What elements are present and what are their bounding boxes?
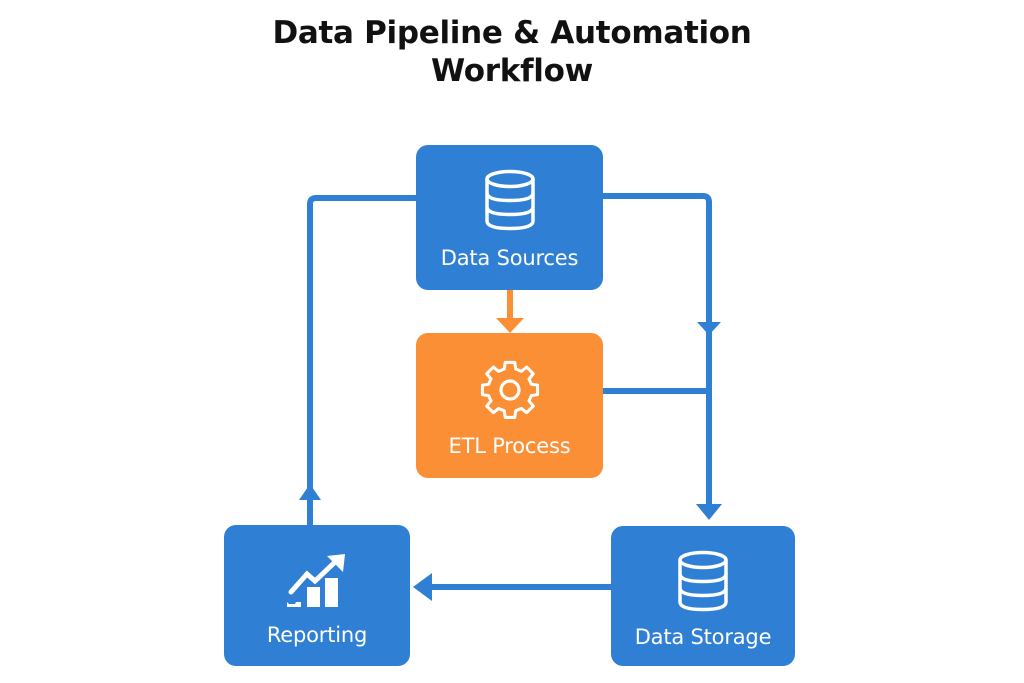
edge-sources-to-storage [603,193,722,520]
edge-storage-to-reporting [413,573,611,601]
edge-line [603,193,712,512]
node-reporting[interactable]: Reporting [224,525,410,666]
node-etl-process[interactable]: ETL Process [416,333,603,478]
diagram-title-line-1: Data Pipeline & Automation [272,15,752,51]
arrowhead-up [299,484,321,500]
node-data-storage[interactable]: Data Storage [611,526,795,666]
edge-sources-to-etl [496,290,524,333]
diagram-title: Data Pipeline & Automation Workflow [0,14,1024,90]
node-label: Data Sources [440,246,579,270]
node-label: Data Storage [634,625,772,649]
gear-icon [480,360,539,419]
arrowhead-down-mid [697,322,721,335]
database-icon [484,169,535,231]
edge-reporting-to-sources [299,195,416,525]
database-icon [678,550,728,612]
edge-line [307,195,416,525]
arrowhead-left [413,573,432,601]
node-label: Reporting [266,623,368,647]
arrowhead-down [496,318,524,333]
chart-growth-icon [287,554,345,607]
node-label: ETL Process [448,434,571,458]
diagram-title-line-2: Workflow [431,53,593,89]
node-data-sources[interactable]: Data Sources [416,145,603,290]
arrowhead-down [696,504,722,520]
